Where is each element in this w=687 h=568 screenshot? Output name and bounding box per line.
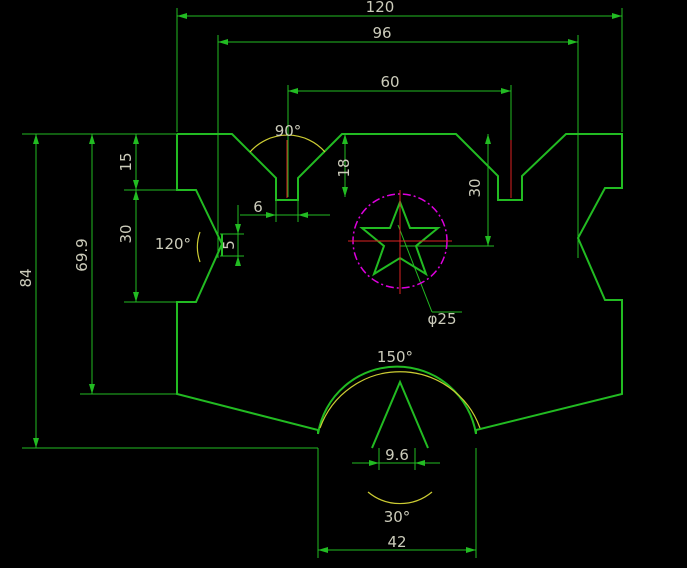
dim-notch-width: 5 (220, 240, 238, 250)
angle-arcs (196, 134, 481, 505)
dim-slot-depth-right: 30 (466, 178, 484, 197)
dim-bottom-width: 42 (387, 533, 406, 551)
dim-slot-width: 6 (253, 198, 263, 216)
dimension-labels: 120 96 60 18 30 6 5 15 30 69.9 84 42 9.6… (17, 0, 484, 551)
part-outline (176, 133, 623, 449)
dim-overall-height: 84 (17, 268, 35, 287)
dim-left-height: 69.9 (73, 238, 91, 271)
center-lines (286, 140, 512, 294)
dim-circle-diameter: φ25 (428, 310, 457, 328)
dim-slot-spacing: 60 (380, 73, 399, 91)
dimension-lines (22, 8, 623, 558)
dim-left-top-height: 15 (117, 152, 135, 171)
angle-spike: 30° (384, 508, 411, 526)
dim-overall-width: 120 (366, 0, 395, 16)
dim-left-notch-height: 30 (117, 224, 135, 243)
dim-slot-depth-left: 18 (335, 158, 353, 177)
arrowheads (33, 13, 622, 553)
angle-left-notch: 120° (155, 235, 191, 253)
dim-inner-spike-width: 9.6 (385, 446, 409, 464)
angle-labels: 90° 120° 150° 30° (155, 122, 413, 526)
dim-inner-width: 96 (372, 24, 391, 42)
angle-v-slot: 90° (275, 122, 302, 140)
angle-bottom-arc: 150° (377, 348, 413, 366)
